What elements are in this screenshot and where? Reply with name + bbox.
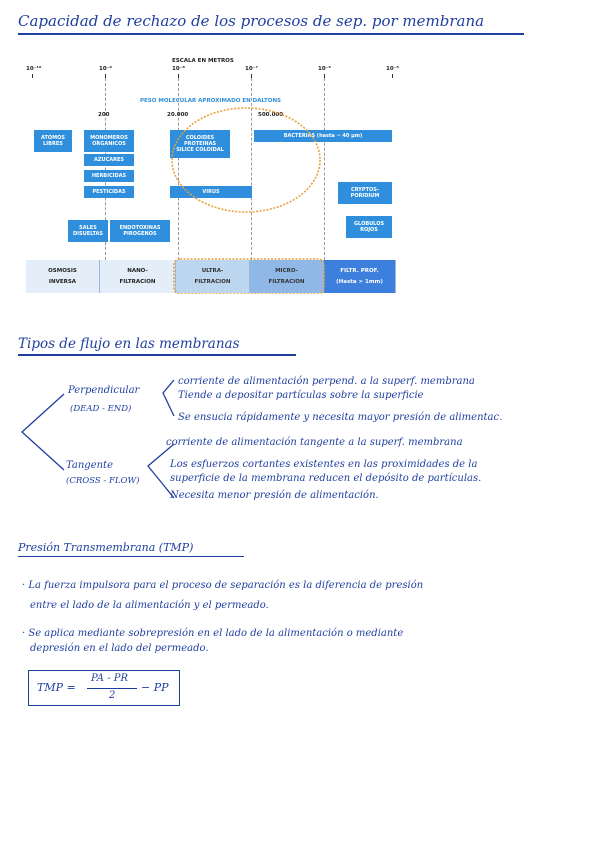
tick-label: 10⁻¹⁰ [26,66,42,72]
tmp-paragraph: depresión en el lado del permeado. [30,643,209,654]
tang-line: Necesita menor presión de alimentación. [170,490,379,501]
perp-label: Perpendicular [68,385,140,396]
grid-line [324,78,325,260]
tick-label: 10⁻⁶ [318,66,331,72]
tick [178,74,179,78]
species-cryptos: CRYPTOS- PORIDIUM [338,182,392,204]
tang-label: Tangente [66,460,113,471]
tmp-formula-box: TMP = PA - PR 2 − PP [28,670,180,706]
page-title: Capacidad de rechazo de los procesos de … [18,12,485,30]
tick [32,74,33,78]
fraction-bar [87,688,137,690]
tick [251,74,252,78]
scale-title: ESCALA EN METROS [172,58,234,64]
species-azucares: AZUCARES [84,154,134,166]
perp-sub: (DEAD - END) [70,404,132,414]
tick-label: 10⁻⁵ [386,66,399,72]
species-bacterias: BACTERIAS (hasta ~ 40 μm) [254,130,392,142]
tmp-title: Presión Transmembrana (TMP) [18,541,194,554]
highlight-ellipse [171,107,321,213]
tang-sub: (CROSS - FLOW) [66,476,140,486]
tick-label: 10⁻⁸ [172,66,185,72]
title-underline [18,33,524,35]
grid-line [251,78,252,260]
perp-line: corriente de alimentación perpend. a la … [178,376,475,387]
bracket-tang [147,443,175,499]
perp-line: Se ensucia rápidamente y necesita mayor … [178,412,503,423]
tick-label: 10⁻⁷ [245,66,258,72]
formula-denominator: 2 [109,690,116,701]
perp-line: Tiende a depositar partículas sobre la s… [178,390,424,401]
tmp-paragraph: · Se aplica mediante sobrepresión en el … [22,628,404,639]
tang-line: superficie de la membrana reducen el dep… [170,473,482,484]
tang-line: corriente de alimentación tangente a la … [166,437,463,448]
species-endotoxinas: ENDOTOXINAS PIROGENOS [110,220,170,242]
process-ultra: ULTRA- FILTRACION [176,260,250,293]
species-coloides: COLOIDES PROTEINAS SILICE COLOIDAL [170,130,230,158]
mw-title: PESO MOLECULAR APROXIMADO EN DALTONS [140,98,282,104]
flujo-underline [18,354,296,356]
tmp-underline [18,556,244,557]
membrane-rejection-chart: ESCALA EN METROS 10⁻¹⁰ 10⁻⁹ 10⁻⁸ 10⁻⁷ 10… [26,56,399,294]
highlight-rect [173,258,325,294]
flujo-bracket [21,379,175,499]
tick [392,74,393,78]
tmp-paragraph: entre el lado de la alimentación y el pe… [30,600,269,611]
tang-line: Los esfuerzos cortantes existentes en la… [170,459,478,470]
bracket-perp [162,379,175,417]
grid-line [178,78,179,260]
formula-numerator: PA - PR [91,673,129,684]
species-herbicidas: HERBICIDAS [84,170,134,182]
species-sales: SALES DISUELTAS [68,220,108,242]
process-osmosis: OSMOSIS INVERSA [26,260,100,293]
formula-rhs: − PP [141,681,169,694]
bracket-main [21,393,65,471]
grid-line [105,78,106,260]
species-monomeros: MONOMEROS ORGANICOS [84,130,134,152]
species-globulos: GLOBULOS ROJOS [346,216,392,238]
tick-label: 10⁻⁹ [99,66,112,72]
mw-value: 200 [98,112,110,118]
highlight-overlay [171,107,325,294]
tick [324,74,325,78]
species-atomos: ATOMOS LIBRES [34,130,72,152]
mw-value: 500.000 [258,112,284,118]
flujo-title: Tipos de flujo en las membranas [18,336,240,352]
formula-lhs: TMP = [37,681,76,694]
process-filtr: FILTR. PROF. (Hasta > 1mm) [324,260,396,293]
process-nano: NANO- FILTRACION [100,260,176,293]
tmp-paragraph: · La fuerza impulsora para el proceso de… [22,580,424,591]
species-pesticidas: PESTICIDAS [84,186,134,198]
mw-value: 20.000 [167,112,189,118]
tick [105,74,106,78]
